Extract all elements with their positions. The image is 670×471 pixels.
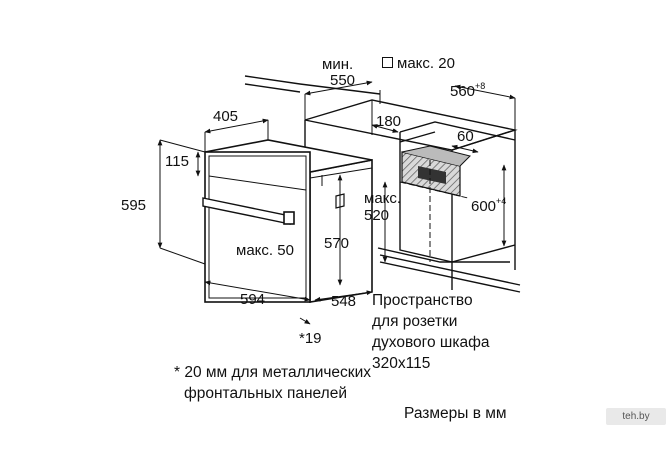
socket-note-line2: для розетки — [372, 313, 458, 330]
footnote-line1: * 20 мм для металлических — [174, 364, 371, 381]
label-600-value: 600 — [471, 198, 497, 215]
label-520: 520 — [364, 207, 390, 224]
label-560: 560+8 — [450, 78, 485, 100]
label-594: 594 — [240, 291, 266, 308]
socket-note-line3: духового шкафа — [372, 334, 490, 351]
label-115: 115 — [165, 153, 189, 170]
socket-note: Пространство для розетки духового шкафа … — [372, 290, 489, 374]
label-560-value: 560 — [450, 83, 476, 100]
label-600: 600+4 — [471, 193, 506, 215]
centre-lines — [399, 160, 469, 262]
label-570: 570 — [324, 235, 350, 252]
socket-space-hatch — [401, 145, 471, 197]
dimension-lines — [157, 80, 516, 325]
units-note: Размеры в мм — [404, 405, 507, 422]
socket-note-line1: Пространство — [372, 292, 473, 309]
label-595: 595 — [121, 197, 147, 214]
label-max-520: макс. — [364, 190, 402, 207]
label-19: *19 — [299, 330, 322, 347]
square-icon — [382, 57, 393, 68]
cabinet-niche — [244, 75, 521, 300]
watermark: teh.by — [606, 408, 666, 425]
label-max20-text: макс. 20 — [397, 55, 455, 72]
footnote-line2: фронтальных панелей — [184, 385, 347, 402]
label-max20: макс. 20 — [382, 56, 455, 72]
label-min: мин. — [322, 56, 354, 73]
footnote: * 20 мм для металлических фронтальных па… — [174, 362, 371, 404]
socket-note-line4: 320x115 — [372, 355, 431, 372]
oven-body — [202, 139, 373, 303]
label-550: 550 — [330, 72, 356, 89]
label-60: 60 — [457, 128, 474, 145]
label-600-tolerance: +4 — [496, 196, 507, 206]
label-560-tolerance: +8 — [475, 81, 486, 91]
label-180: 180 — [376, 113, 402, 130]
label-405: 405 — [213, 108, 239, 125]
label-max50: макс. 50 — [236, 242, 294, 259]
label-548: 548 — [331, 293, 357, 310]
